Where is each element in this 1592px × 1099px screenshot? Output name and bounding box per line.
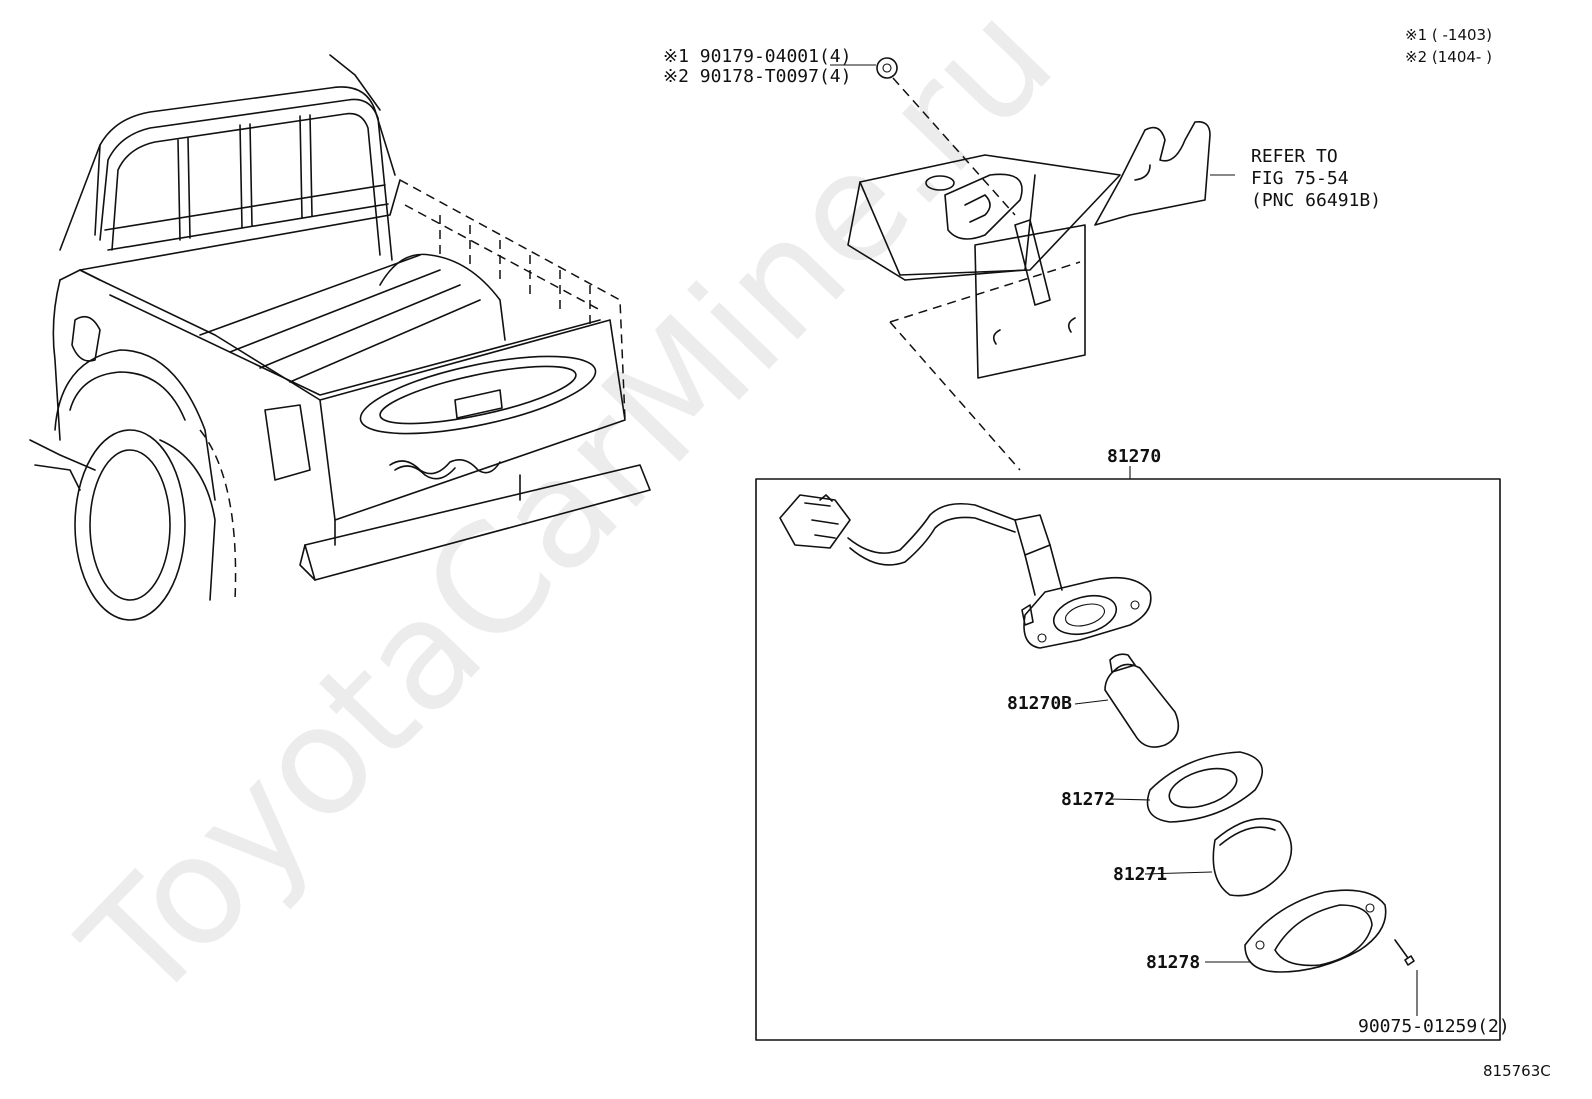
gasket-icon: [1146, 751, 1264, 823]
bulb-part-number: 81270B: [1007, 693, 1072, 714]
lens-icon: [1212, 817, 1293, 897]
assembly-frame: [755, 478, 1501, 1041]
screw-part-number: 90075-01259(2): [1358, 1016, 1510, 1037]
refer-text-2: FIG 75-54: [1251, 168, 1349, 189]
nut-part-number-1: ※1 90179-04001(4): [663, 46, 851, 67]
figure-id: 815763C: [1483, 1062, 1551, 1080]
legend-line-2: ※2 (1404- ): [1405, 48, 1492, 66]
refer-text-1: REFER TO: [1251, 146, 1338, 167]
lens-part-number: 81271: [1113, 864, 1167, 885]
housing-icon: [1023, 576, 1152, 649]
cover-icon: [1244, 889, 1387, 973]
nut-icon: [876, 57, 898, 79]
bracket-illustration: [847, 57, 1211, 471]
refer-text-3: (PNC 66491B): [1251, 190, 1381, 211]
connector-icon: [779, 494, 851, 549]
nut-part-number-2: ※2 90178-T0097(4): [663, 66, 851, 87]
gasket-part-number: 81272: [1061, 789, 1115, 810]
legend-line-1: ※1 ( -1403): [1405, 26, 1492, 44]
lamp-assembly: [779, 494, 1415, 973]
truck-illustration: [29, 54, 651, 621]
watermark: ToyotaCarMine.ru: [50, 0, 1086, 1036]
screw-icon: [1394, 939, 1415, 966]
assembly-part-number: 81270: [1107, 446, 1161, 467]
cover-part-number: 81278: [1146, 952, 1200, 973]
bulb-icon: [1104, 663, 1180, 748]
